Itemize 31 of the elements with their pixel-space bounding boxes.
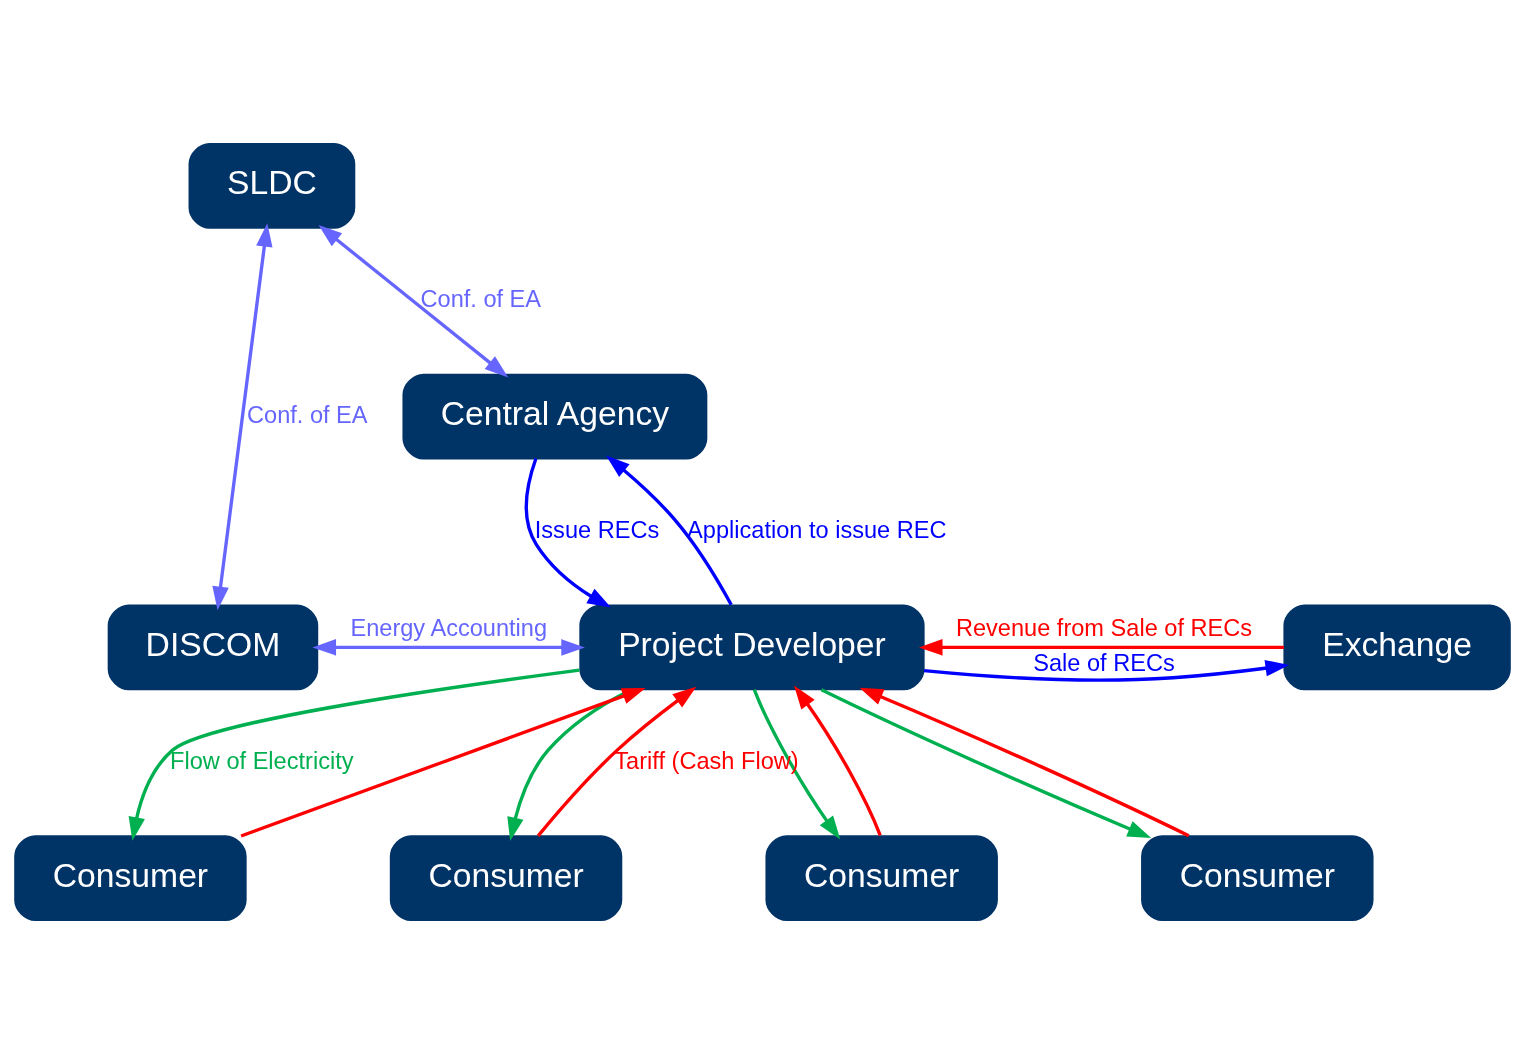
arrow — [536, 686, 697, 837]
node-box: Central Agency — [402, 373, 708, 460]
arrow — [794, 685, 882, 837]
arrow — [318, 225, 509, 378]
node-box: SLDC — [188, 142, 356, 229]
edge-label: Revenue from Sale of RECs — [955, 614, 1253, 641]
arrow — [524, 458, 611, 608]
arrow — [859, 687, 1190, 838]
edge-label: Issue RECs — [534, 517, 660, 544]
arrow — [820, 688, 1152, 838]
arrow — [128, 668, 580, 841]
arrow — [923, 660, 1290, 682]
node-box: Consumer — [14, 835, 247, 922]
node-box: Exchange — [1283, 604, 1511, 691]
edge-label: Application to issue REC — [687, 517, 947, 544]
node-box: Consumer — [1141, 835, 1374, 922]
edge-label: Flow of Electricity — [170, 748, 354, 774]
edge-label: Conf. of EA — [420, 286, 542, 313]
edge-label: Conf. of EA — [246, 401, 368, 428]
edge-label: Sale of RECs — [1033, 650, 1175, 677]
arrow — [752, 689, 841, 840]
arrow — [312, 639, 585, 656]
arrow — [606, 455, 733, 606]
arrow — [918, 639, 1284, 656]
node-box: DISCOM — [107, 604, 319, 691]
arrow — [212, 223, 273, 611]
node-box: Consumer — [389, 835, 623, 922]
node-box: Consumer — [765, 835, 998, 922]
edge-label: Energy Accounting — [350, 614, 548, 641]
arrow — [240, 688, 646, 838]
node-box: Project Developer — [579, 604, 925, 691]
